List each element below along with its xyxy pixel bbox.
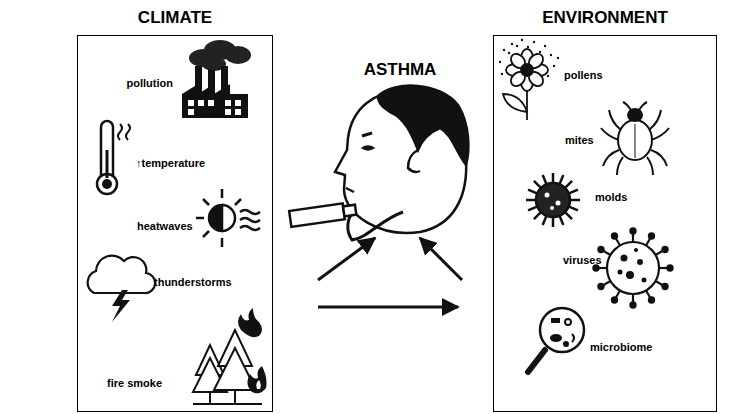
spike (534, 211, 542, 219)
factor-label: thunderstorms (154, 276, 232, 288)
spike (543, 175, 547, 185)
spike (552, 216, 555, 227)
spike-tip (593, 265, 598, 270)
spike (564, 181, 572, 189)
factor-label: fire smoke (107, 377, 162, 389)
spike (568, 190, 578, 194)
spike (559, 175, 563, 185)
spike-tip (662, 247, 667, 252)
environment-panel: ENVIRONMENT (493, 35, 717, 412)
factory-icon (182, 40, 251, 118)
spike (528, 206, 538, 210)
heading: CLIMATE (138, 8, 212, 28)
spike (552, 173, 555, 184)
factor-label: viruses (563, 254, 602, 266)
mold-icon (526, 173, 580, 227)
spike (568, 206, 578, 210)
heatwave-icon (196, 189, 260, 247)
microbiome-icon (528, 308, 584, 372)
factor-label: microbiome (590, 341, 652, 353)
thermometer-icon (97, 121, 130, 194)
spike-tip (662, 284, 667, 289)
virus-icon (593, 228, 672, 307)
spike (559, 215, 563, 225)
mite-icon (601, 102, 669, 175)
factor-label: mites (565, 134, 594, 146)
spike-tip (649, 297, 654, 302)
spike-tip (612, 297, 617, 302)
spike-tip (630, 302, 635, 307)
spike (564, 211, 572, 219)
asthma-figure: ASTHMA (335, 58, 465, 238)
influence-arrow (420, 238, 462, 280)
influence-arrow (318, 238, 375, 280)
spike-tip (630, 228, 635, 233)
spike (534, 181, 542, 189)
spike-tip (598, 284, 603, 289)
spike-tip (667, 265, 672, 270)
head-illustration (289, 86, 468, 240)
spike-tip (649, 233, 654, 238)
factor-label: heatwaves (137, 220, 193, 232)
heading: ASTHMA (364, 60, 437, 80)
spike-tip (612, 233, 617, 238)
spike (569, 199, 580, 202)
influence-arrow (318, 306, 458, 309)
spike (528, 190, 538, 194)
fire-icon (193, 308, 267, 404)
thunderstorm-icon (88, 256, 155, 322)
spike-tip (598, 247, 603, 252)
factor-label: molds (595, 191, 627, 203)
factor-label: ↑temperature (136, 157, 205, 169)
factor-label: pollution (127, 77, 173, 89)
spike (526, 199, 537, 202)
spike (543, 215, 547, 225)
factor-label: pollens (564, 69, 603, 81)
heading: ENVIRONMENT (542, 8, 668, 28)
pollen-icon (499, 39, 559, 120)
